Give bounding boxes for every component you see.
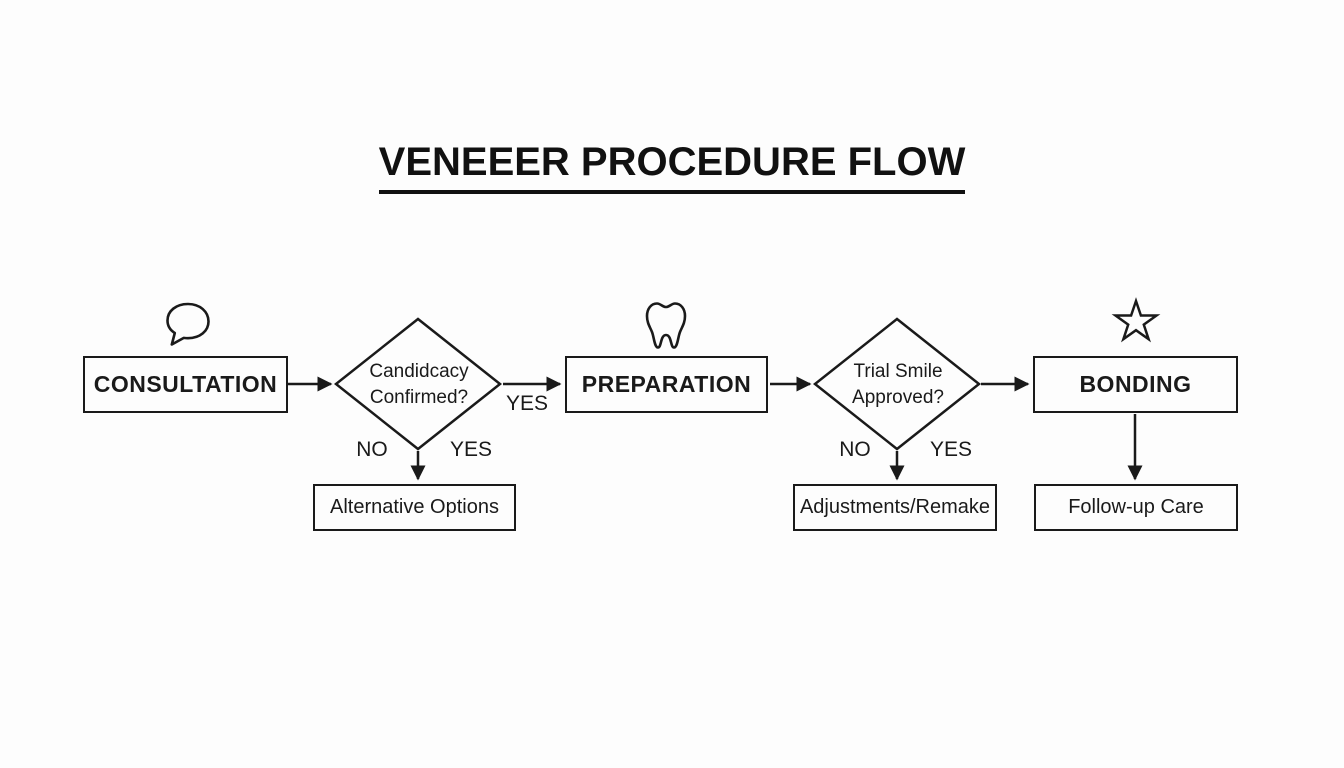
outcome-followup-care: Follow-up Care [1034,484,1238,531]
page-title-text: VENEEER PROCEDURE FLOW [378,140,966,194]
decision1-question: Candidcacy Confirmed? [369,361,469,408]
outcome-adjustments-remake: Adjustments/Remake [793,484,997,531]
decision2-no-label: NO [839,438,871,461]
step-consultation: CONSULTATION [83,356,288,413]
decision1-no-label: NO [356,438,388,461]
decision2-question: Trial Smile Approved? [852,361,944,408]
decision1-diamond [333,317,503,451]
decision1-right-branch-label: YES [505,392,549,415]
speech-bubble-icon [166,302,210,346]
decision1-yes-label: YES [449,438,493,461]
outcome-alternative-options: Alternative Options [313,484,516,531]
star-icon [1111,297,1161,343]
step-preparation: PREPARATION [565,356,768,413]
page-title: VENEEER PROCEDURE FLOW [0,140,1344,194]
tooth-icon [645,302,687,349]
decision2-yes-label: YES [929,438,973,461]
step-bonding: BONDING [1033,356,1238,413]
decision2-diamond [812,317,982,451]
